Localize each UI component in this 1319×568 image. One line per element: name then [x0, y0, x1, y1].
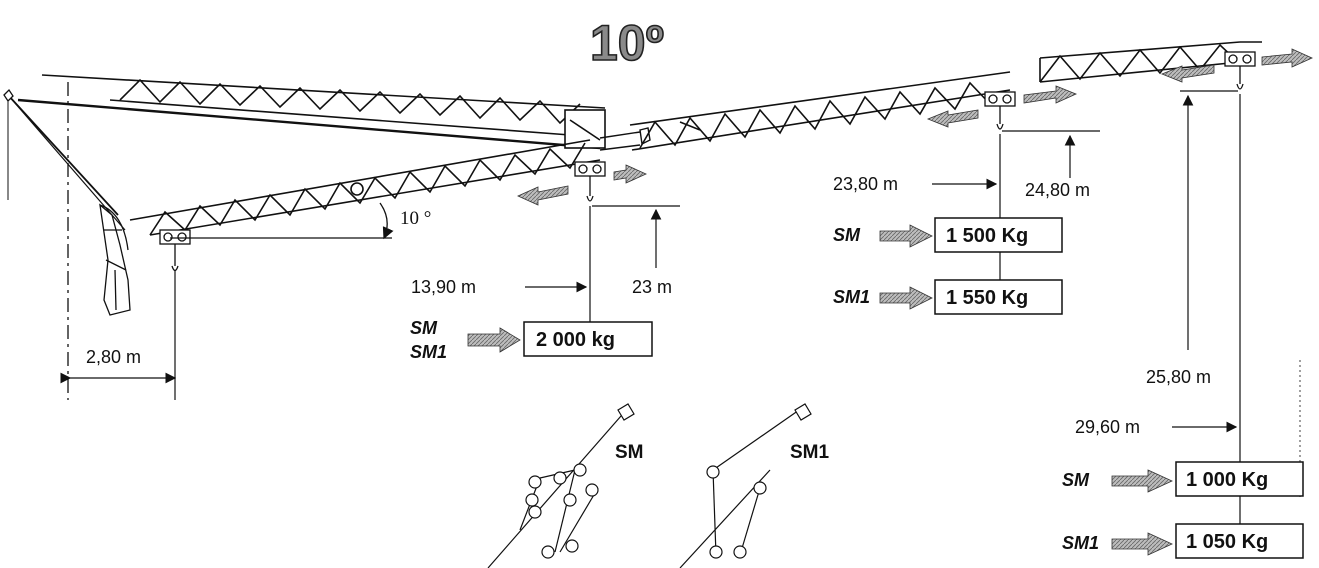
position-3-height-label: 25,80 m: [1146, 367, 1211, 387]
reeving-label-sm: SM: [615, 442, 644, 463]
trolley-position-3: [1224, 51, 1256, 90]
position-2-reach-label: 23,80 m: [833, 174, 898, 194]
boom-middle-section: [629, 71, 1011, 151]
position-1-load-value: 2 000 kg: [536, 329, 615, 351]
position-2-load-box-sm: [934, 217, 1063, 253]
position-3-load-value-sm: 1 000 Kg: [1186, 469, 1268, 491]
position-2-load-box-sm1: [934, 279, 1063, 315]
diagram-title: 10º: [590, 15, 664, 71]
crane-mast: [3, 82, 131, 400]
position-3-pointer-arrow-sm: [1111, 469, 1173, 493]
position-2-dimensions: [932, 130, 1100, 280]
position-3-load-value-sm1: 1 050 Kg: [1186, 531, 1268, 553]
position-2-config-sm1: SM1: [833, 287, 870, 307]
position-1-dimensions: [525, 205, 680, 322]
position-1-config-sm1: SM1: [410, 342, 447, 362]
position-1-pointer-arrow: [467, 327, 521, 353]
min-reach-label: 2,80 m: [86, 347, 141, 367]
boom-angle-label: 10 °: [400, 208, 431, 229]
trolley-position-2: [984, 91, 1016, 130]
trolley-min-reach: [159, 229, 191, 272]
min-reach-dimension: [60, 270, 177, 400]
position-2-pointer-arrow-sm: [879, 224, 933, 248]
position-3-load-box-sm1: [1175, 523, 1304, 559]
position-2-load-value-sm: 1 500 Kg: [946, 225, 1028, 247]
boom-angle-indicator: [170, 202, 394, 240]
boom-tip-section: [1039, 41, 1262, 83]
position-2-height-label: 24,80 m: [1025, 180, 1090, 200]
position-3-dimensions: [1172, 90, 1301, 524]
reeving-label-sm1: SM1: [790, 442, 830, 463]
position-3-load-box-sm: [1175, 461, 1304, 497]
position-2-pointer-arrow-sm1: [879, 286, 933, 310]
boom-main-section: [129, 139, 601, 236]
position-3-pointer-arrow-sm1: [1111, 532, 1173, 556]
boom-upper-section: [17, 74, 606, 150]
position-1-reach-label: 13,90 m: [411, 277, 476, 297]
position-3-reach-label: 29,60 m: [1075, 417, 1140, 437]
position-2-config-sm: SM: [833, 225, 861, 245]
reeving-diagram-sm: [487, 403, 635, 568]
position-3-config-sm1: SM1: [1062, 533, 1099, 553]
position-1-height-label: 23 m: [632, 277, 672, 297]
trolley-position-1: [574, 161, 606, 202]
position-1-config-sm: SM: [410, 318, 438, 338]
position-2-load-value-sm1: 1 550 Kg: [946, 287, 1028, 309]
reeving-diagram-sm1: [679, 403, 812, 568]
boom-joint: [599, 127, 651, 151]
travel-arrows: [517, 48, 1313, 206]
position-3-config-sm: SM: [1062, 470, 1090, 490]
position-1-load-box: [523, 321, 653, 357]
